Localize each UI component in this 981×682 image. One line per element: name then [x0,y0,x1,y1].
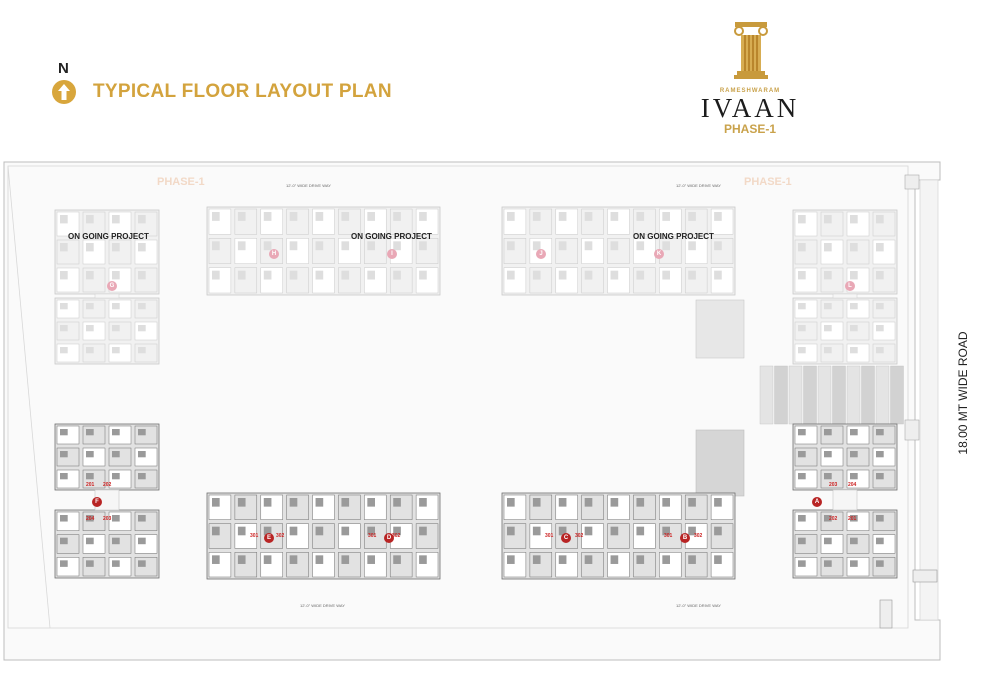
unit-number: 202 [103,482,112,488]
unit-number: 302 [575,533,584,539]
page-title: TYPICAL FLOOR LAYOUT PLAN [93,81,392,102]
drive-way-label: 12'-0" WIDE DRIVE WAY [676,603,721,608]
block-id-marker: L [845,281,855,291]
unit-number: 302 [276,533,285,539]
unit-number: 203 [829,482,838,488]
building-block-g [54,297,160,365]
building-block-e-d [206,492,441,580]
block-id-marker: A [812,497,822,507]
building-block-a [792,423,898,491]
block-id-marker: H [269,249,279,259]
unit-number: 301 [250,533,259,539]
building-block-l [792,297,898,365]
road-label: 18.00 MT WIDE ROAD [956,331,970,455]
unit-number: 301 [368,533,377,539]
block-id-marker: F [92,497,102,507]
building-block-a [792,509,898,579]
block-id-marker: B [680,533,690,543]
logo-phase: PHASE-1 [723,122,776,136]
building-block-l [792,209,898,295]
unit-number: 204 [86,516,95,522]
block-id-marker: K [654,249,664,259]
block-id-marker: J [536,249,546,259]
unit-number: 201 [86,482,95,488]
building-block-f [54,509,160,579]
block-id-marker: D [384,533,394,543]
unit-number: 203 [103,516,112,522]
logo-brand: RAMESHWARAM [719,88,781,94]
north-label: N [58,60,69,77]
drive-way-label: 12'-0" WIDE DRIVE WAY [300,603,345,608]
building-block-j-k [501,206,736,296]
unit-number: 301 [664,533,673,539]
amenity-block [695,299,745,359]
logo-name: IVAAN [700,93,800,123]
building-block-h-i [206,206,441,296]
phase-watermark: PHASE-1 [157,176,205,188]
ongoing-project-label: ON GOING PROJECT [68,232,149,241]
unit-number: 302 [392,533,401,539]
drive-way-label: 12'-0" WIDE DRIVE WAY [676,183,721,188]
north-arrow-icon [52,80,76,104]
unit-number: 204 [848,482,857,488]
block-id-marker: G [107,281,117,291]
logo-pillar-icon [733,22,769,85]
unit-number: 201 [848,516,857,522]
ongoing-project-label: ON GOING PROJECT [351,232,432,241]
building-block-g [54,209,160,295]
block-id-marker: I [387,249,397,259]
phase-watermark: PHASE-1 [744,176,792,188]
building-block-f [54,423,160,491]
amenity-block [695,429,745,497]
unit-number: 202 [829,516,838,522]
ongoing-project-label: ON GOING PROJECT [633,232,714,241]
drive-way-label: 12'-0" WIDE DRIVE WAY [286,183,331,188]
unit-number: 302 [694,533,703,539]
unit-number: 301 [545,533,554,539]
block-id-marker: E [264,533,274,543]
building-block-c-b [501,492,736,580]
block-id-marker: C [561,533,571,543]
parking-shed [759,365,904,425]
